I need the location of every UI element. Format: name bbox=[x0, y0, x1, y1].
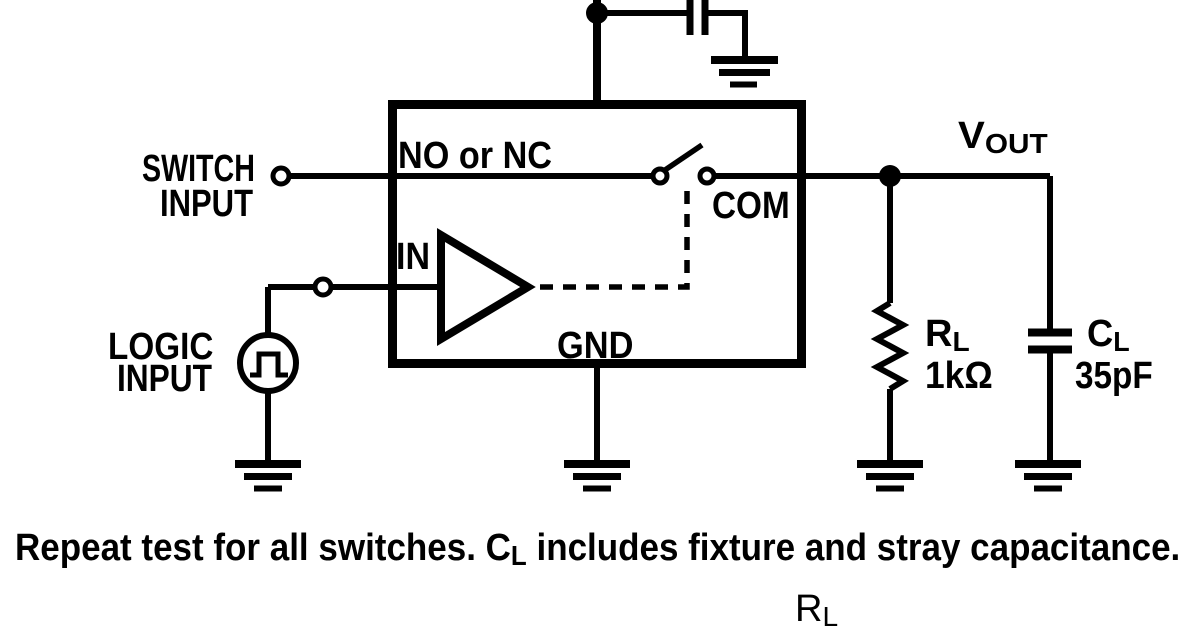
capacitor-icon bbox=[1028, 328, 1072, 354]
ic-box bbox=[388, 100, 806, 368]
output-junction-dot bbox=[879, 165, 901, 187]
switch-blade bbox=[663, 142, 704, 173]
caption-text-part1: Repeat test for all switches. C bbox=[15, 527, 511, 569]
bypass-capacitor-icon bbox=[686, 0, 709, 35]
switch-throw-contact bbox=[697, 166, 717, 186]
resistor-name-main: R bbox=[925, 313, 953, 355]
pin-label-gnd: GND bbox=[557, 325, 634, 367]
supply-bypass-section bbox=[586, 0, 778, 104]
resistor-name-subscript: L bbox=[952, 325, 970, 357]
vout-label: VOUT bbox=[958, 115, 1048, 159]
footnote-rl-main: R bbox=[795, 588, 823, 630]
figure-caption: Repeat test for all switches. CL include… bbox=[15, 527, 1181, 571]
buffer-icon bbox=[437, 227, 536, 347]
vout-label-main: V bbox=[958, 115, 985, 157]
capacitor-name-main: C bbox=[1087, 313, 1114, 355]
logic-input-terminal-icon bbox=[312, 276, 334, 298]
logic-input-path bbox=[235, 276, 441, 492]
ground-icon bbox=[711, 56, 778, 88]
capacitor-name-subscript: L bbox=[1113, 325, 1130, 357]
switch-input-terminal-icon bbox=[270, 165, 292, 187]
ground-icon bbox=[235, 460, 301, 492]
caption-text-part2: includes fixture and stray capacitance. bbox=[526, 527, 1181, 569]
capacitor-value-label: 35pF bbox=[1075, 355, 1153, 397]
footnote-rl-subscript: L bbox=[822, 600, 839, 630]
footnote-rl-label: RL bbox=[795, 590, 838, 630]
resistor-name-label: RL bbox=[925, 313, 970, 357]
capacitor-name-label: CL bbox=[1087, 313, 1130, 357]
switch-input-path bbox=[270, 165, 652, 187]
pin-label-in: IN bbox=[396, 236, 430, 278]
switch-input-label-line1: SWITCH bbox=[142, 148, 255, 190]
load-resistor-branch bbox=[857, 186, 923, 492]
pin-label-no-nc: NO or NC bbox=[398, 135, 552, 177]
pin-label-com: COM bbox=[712, 185, 790, 227]
gnd-pin-path bbox=[564, 368, 630, 492]
logic-input-label-line1: LOGIC bbox=[107, 326, 213, 368]
ground-icon bbox=[1015, 460, 1081, 492]
analog-switch-icon bbox=[650, 142, 717, 186]
dashed-control-line bbox=[537, 191, 690, 290]
resistor-value-label: 1kΩ bbox=[925, 355, 993, 397]
resistor-icon bbox=[870, 300, 910, 392]
load-capacitor-branch bbox=[1015, 176, 1081, 492]
ground-icon bbox=[857, 460, 923, 492]
caption-subscript: L bbox=[510, 539, 527, 571]
pulse-source-icon bbox=[237, 332, 299, 394]
switch-input-label-line2: INPUT bbox=[160, 183, 253, 225]
vout-label-subscript: OUT bbox=[984, 127, 1048, 159]
switch-pole-contact bbox=[650, 166, 670, 186]
ground-icon bbox=[564, 460, 630, 492]
logic-input-label-line2: INPUT bbox=[117, 358, 212, 400]
